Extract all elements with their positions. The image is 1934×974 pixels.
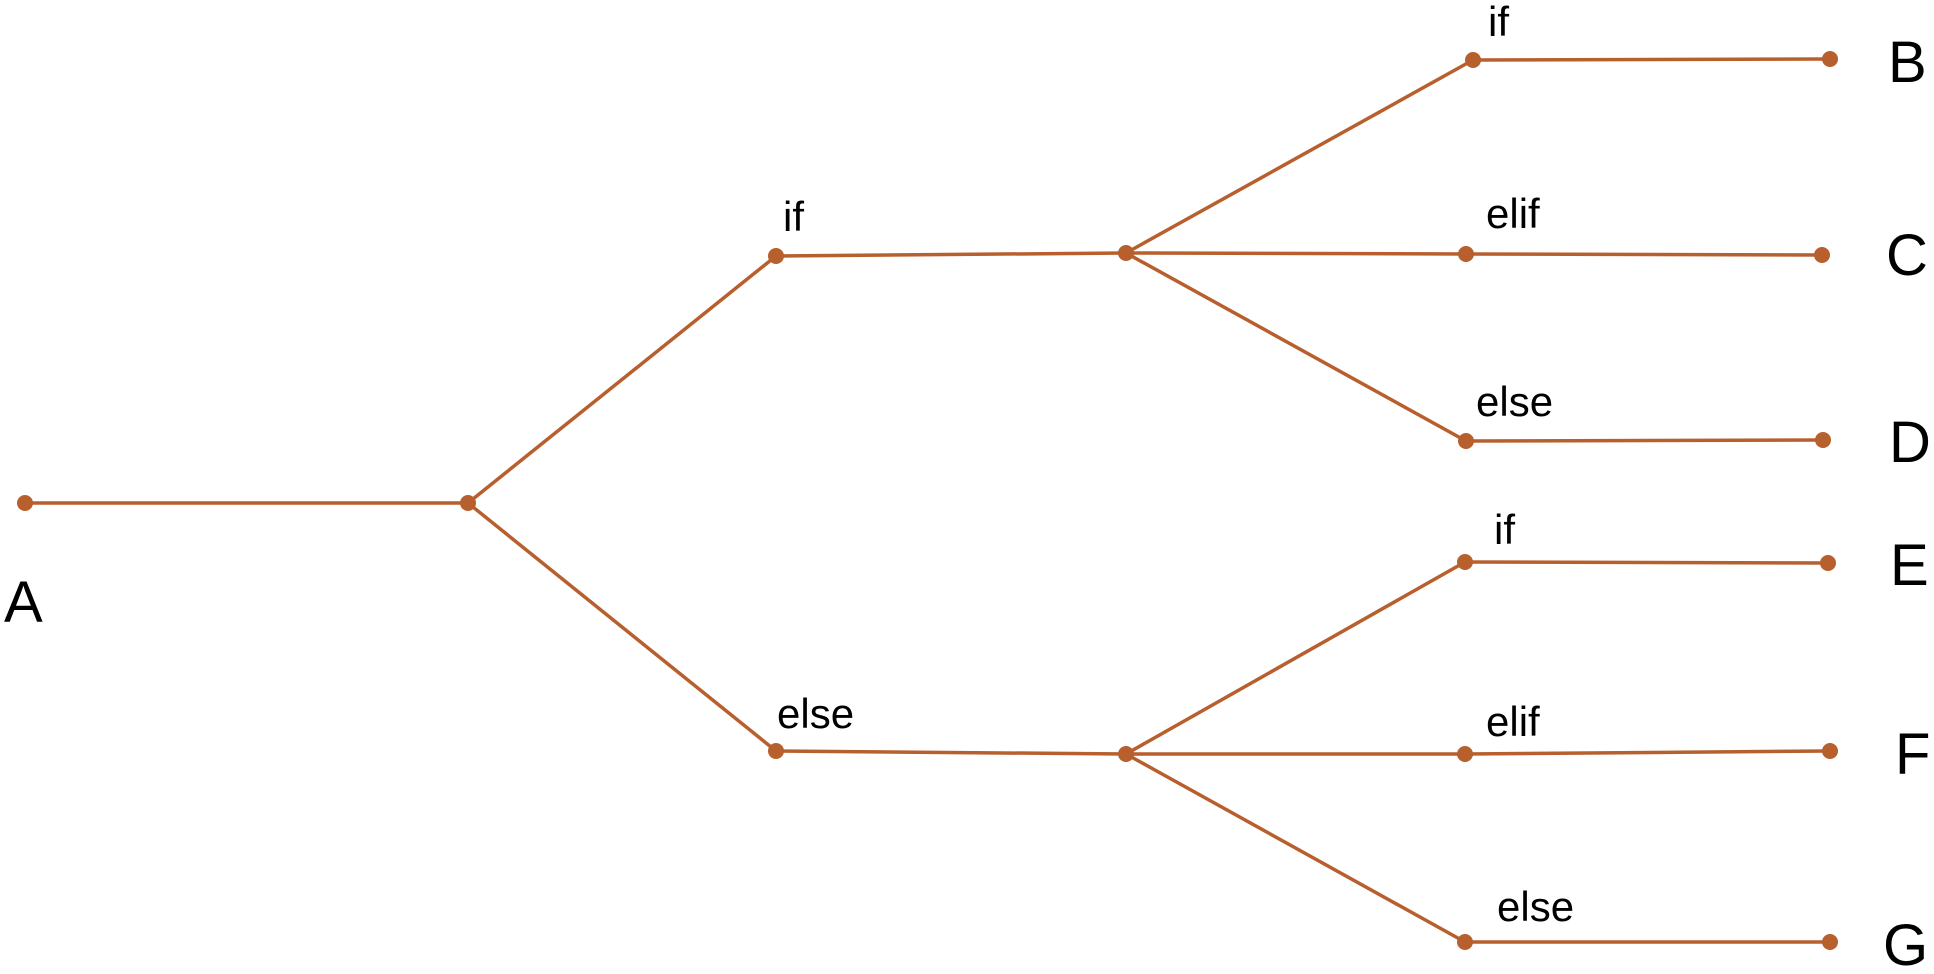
node-upper-elif [1458,246,1474,262]
node-root [460,495,476,511]
outcome-labels: A B C D E F G [4,30,1931,974]
node-upper-if [1465,52,1481,68]
edge-root-to-else [466,501,778,753]
node-upper-hub [1118,245,1134,261]
outcome-label-g: G [1883,913,1928,974]
edge-upper-hub-to-if [1124,58,1475,255]
lower-if-label: if [1494,506,1515,553]
edge-to-outcome-b [1471,57,1832,62]
level1-else-label: else [777,690,854,737]
node-lower-hub [1118,746,1134,762]
edge-lower-hub-to-if [1124,560,1467,756]
node-upper-else [1458,433,1474,449]
outcome-label-e: E [1890,533,1929,598]
node-start [17,495,33,511]
nodes [17,51,1838,950]
upper-if-label: if [1488,0,1509,45]
edge-upper-hub-to-else [1124,251,1468,443]
outcome-label-c: C [1886,223,1928,288]
edge-else-to-lower-hub [774,749,1128,756]
level1-if-label: if [783,193,804,240]
branch-labels: if else if elif else if elif else [777,0,1574,930]
upper-elif-label: elif [1486,190,1540,237]
edge-root-to-if [466,254,778,505]
outcome-label-f: F [1895,722,1930,787]
node-lower-if [1457,554,1473,570]
edge-upper-hub-to-elif [1124,251,1468,256]
edge-if-to-upper-hub [774,251,1128,258]
edge-to-outcome-f [1463,749,1832,756]
lower-else-label: else [1497,883,1574,930]
node-end-c [1814,247,1830,263]
outcome-label-b: B [1888,30,1927,95]
node-lower-else [1457,934,1473,950]
node-lower-elif [1457,746,1473,762]
lower-elif-label: elif [1486,698,1540,745]
node-end-f [1822,743,1838,759]
edge-to-outcome-c [1464,252,1824,257]
node-end-e [1820,555,1836,571]
edge-lower-hub-to-else [1124,752,1467,944]
node-end-g [1822,934,1838,950]
outcome-label-d: D [1889,410,1931,475]
node-end-d [1815,432,1831,448]
edges [23,57,1832,944]
edge-to-outcome-e [1463,560,1830,565]
node-end-b [1822,51,1838,67]
edge-to-outcome-d [1464,438,1825,443]
start-label: A [4,570,43,635]
node-level1-if [768,248,784,264]
node-level1-else [768,743,784,759]
upper-else-label: else [1476,378,1553,425]
